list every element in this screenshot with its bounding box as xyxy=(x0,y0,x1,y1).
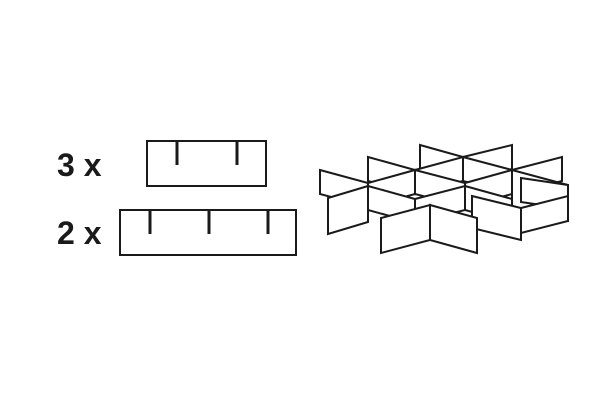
short-divider-quantity-label: 3 x xyxy=(57,147,102,183)
short-divider-strip xyxy=(146,140,267,187)
assembled-grid xyxy=(319,143,569,255)
long-divider-quantity-label: 2 x xyxy=(57,215,102,251)
grid-panel xyxy=(429,203,478,255)
grid-panel xyxy=(520,194,569,235)
long-divider-group: 2 x xyxy=(57,209,297,256)
short-divider-group: 3 x xyxy=(57,140,267,187)
grid-panel xyxy=(327,184,369,236)
